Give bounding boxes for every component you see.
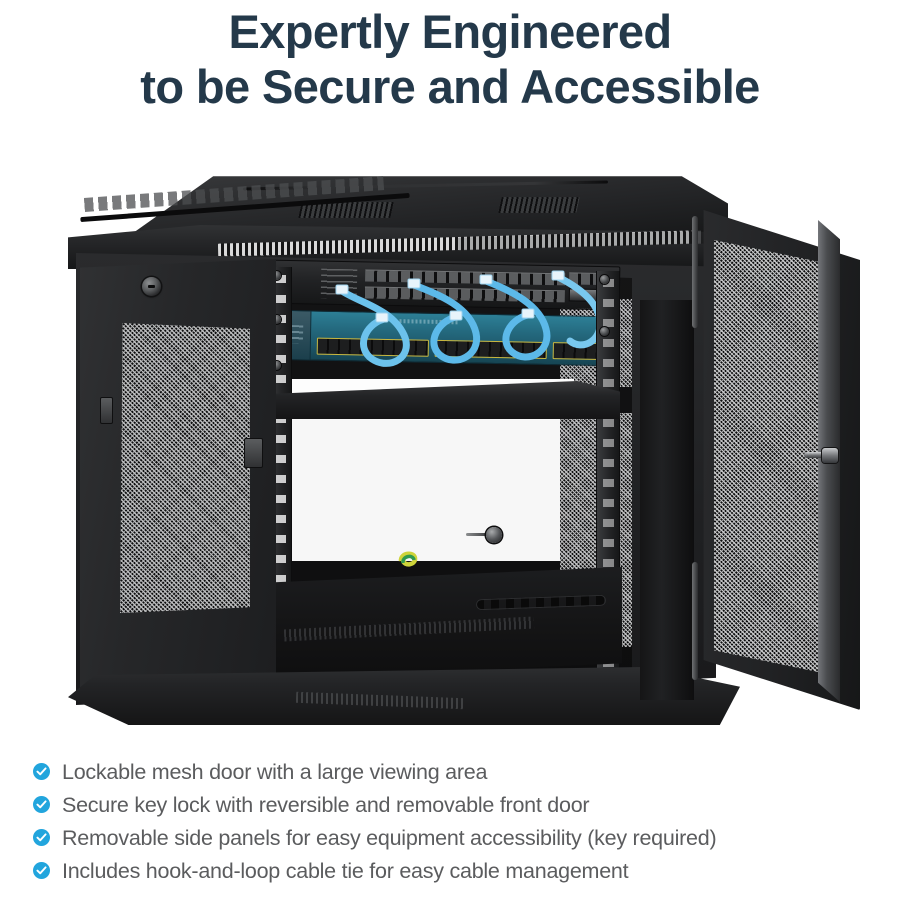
top-vent-patch-right — [498, 197, 580, 213]
side-panel-tab — [100, 397, 113, 424]
side-panel-mesh-vent — [120, 323, 250, 613]
floor-vent-slots — [283, 616, 535, 642]
check-circle-icon — [33, 829, 50, 846]
product-image — [0, 150, 900, 750]
ethernet-patch-cables — [335, 270, 604, 367]
page-title-line-1: Expertly Engineered — [228, 5, 672, 58]
rail-screw — [600, 327, 609, 336]
grounding-wire — [398, 551, 418, 567]
door-mesh-panel — [714, 240, 818, 672]
side-panel-tab — [244, 438, 263, 468]
rack-cabinet — [68, 175, 740, 725]
door-hinge-top — [692, 216, 698, 328]
feature-text: Secure key lock with reversible and remo… — [62, 793, 590, 817]
rail-screw — [600, 275, 609, 284]
captive-screw-bar — [466, 533, 488, 536]
feature-text: Lockable mesh door with a large viewing … — [62, 760, 488, 784]
feature-list: Lockable mesh door with a large viewing … — [33, 757, 883, 889]
list-item: Includes hook-and-loop cable tie for eas… — [33, 856, 883, 887]
rail-screw — [272, 361, 281, 370]
check-circle-icon — [33, 763, 50, 780]
check-circle-icon — [33, 862, 50, 879]
rail-square-holes-left — [275, 275, 286, 671]
feature-text: Includes hook-and-loop cable tie for eas… — [62, 859, 629, 883]
latch-knob — [822, 448, 838, 463]
door-latch-handle[interactable] — [804, 448, 838, 463]
page-title: Expertly Engineered to be Secure and Acc… — [0, 0, 900, 114]
front-mesh-door[interactable] — [690, 210, 860, 710]
page-title-line-2: to be Secure and Accessible — [140, 60, 760, 113]
side-panel-key-lock — [142, 277, 161, 296]
door-hinge-bottom — [692, 562, 698, 680]
list-item: Lockable mesh door with a large viewing … — [33, 757, 883, 788]
floor-cable-holes — [475, 594, 607, 611]
latch-arm — [804, 452, 828, 458]
rail-square-holes-right — [603, 279, 614, 667]
rail-screw — [272, 315, 281, 324]
captive-thumbscrew — [486, 527, 502, 543]
rail-screw — [272, 271, 281, 280]
check-circle-icon — [33, 796, 50, 813]
door-opening-gap — [640, 300, 694, 700]
feature-text: Removable side panels for easy equipment… — [62, 826, 717, 850]
list-item: Removable side panels for easy equipment… — [33, 823, 883, 854]
cabinet-floor — [266, 567, 622, 679]
list-item: Secure key lock with reversible and remo… — [33, 790, 883, 821]
interior-backdrop — [282, 411, 560, 561]
